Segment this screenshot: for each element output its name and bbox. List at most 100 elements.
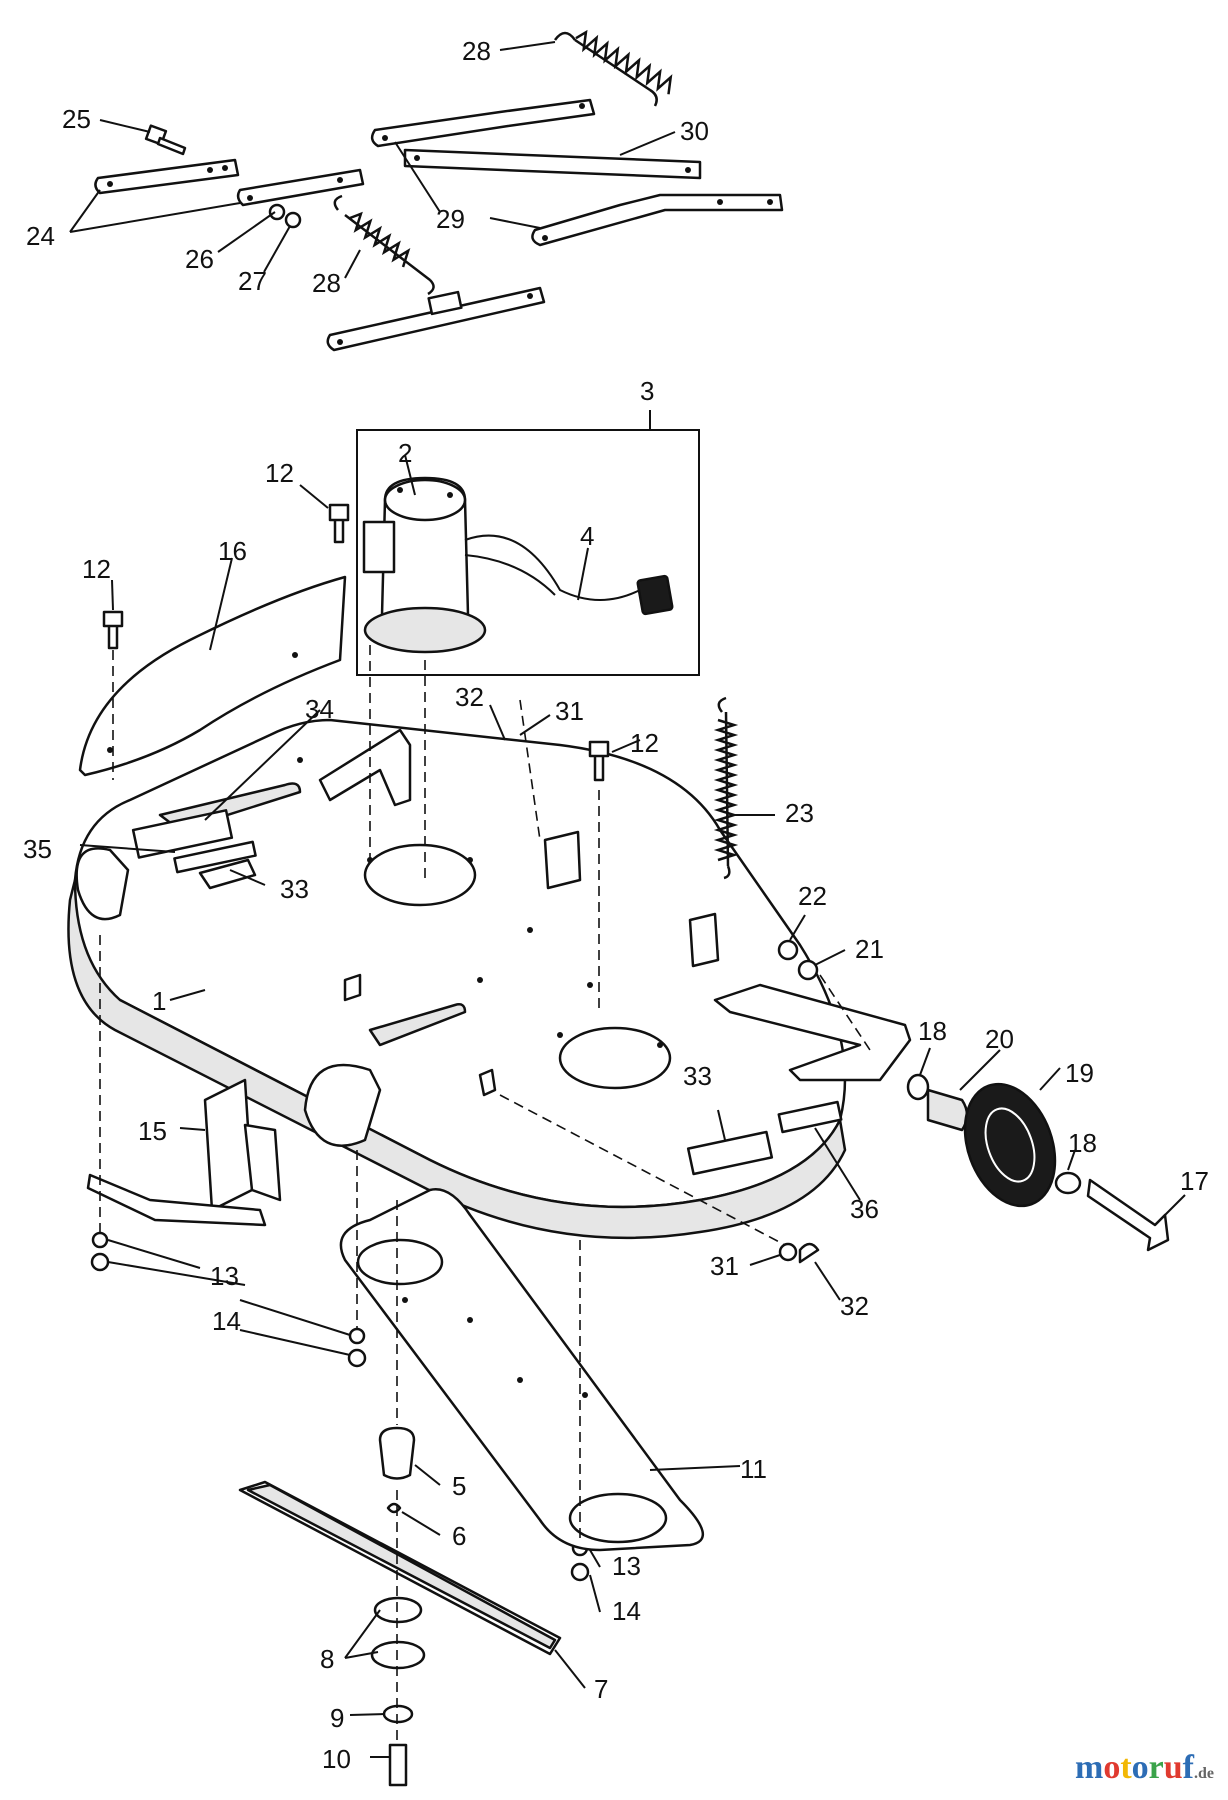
callout-label: 20 [985, 1024, 1014, 1054]
callout-label: 19 [1065, 1058, 1094, 1088]
bolt-10 [388, 1743, 408, 1787]
callout-label: 1 [152, 986, 166, 1016]
callout-label: 23 [785, 798, 814, 828]
callout-label: 4 [580, 521, 594, 551]
linkage-group [94, 29, 784, 352]
callout-label: 13 [612, 1551, 641, 1581]
spindle-adapter-5 [378, 1426, 416, 1480]
callout-label: 8 [320, 1644, 334, 1674]
washer-21 [797, 959, 819, 981]
nut-14-bottom [570, 1562, 590, 1582]
watermark-letter: o [1132, 1749, 1149, 1786]
blade-adapter-8-bottom [370, 1640, 426, 1670]
callout-label: 32 [455, 682, 484, 712]
pin-32-lower [798, 1242, 820, 1264]
washer-13-left [91, 1231, 109, 1249]
callout-label: 3 [640, 376, 654, 406]
washer-31-lower [778, 1242, 798, 1262]
nut-27 [284, 211, 302, 229]
callout-label: 6 [452, 1521, 466, 1551]
decal-33-left [198, 858, 257, 890]
callout-label: 29 [436, 204, 465, 234]
callout-label: 33 [683, 1061, 712, 1091]
wiring-harness-4 [464, 534, 641, 601]
callout-label: 31 [710, 1251, 739, 1281]
wheel-bracket [713, 983, 912, 1082]
watermark-letter: u [1164, 1749, 1183, 1786]
spring-28-top [553, 29, 673, 107]
washer-26 [268, 203, 286, 221]
deck-bracket [318, 728, 412, 807]
callout-label: 36 [850, 1194, 879, 1224]
watermark-letter: o [1103, 1749, 1120, 1786]
belt-shield-16 [78, 575, 347, 777]
callout-label: 12 [265, 458, 294, 488]
deck-handle-right [303, 1063, 382, 1147]
watermark-letter: t [1120, 1749, 1132, 1786]
washer-13-center [348, 1327, 366, 1345]
link-30 [403, 148, 702, 180]
nut-22 [777, 939, 799, 961]
washer-18-outer [1054, 1171, 1082, 1195]
baffle-plate-11 [339, 1188, 705, 1552]
callout-label: 18 [1068, 1128, 1097, 1158]
bolt-17 [1086, 1178, 1170, 1252]
callout-label: 22 [798, 881, 827, 911]
bolt-12-left [102, 610, 124, 650]
motor-assembly [328, 429, 700, 676]
callout-label: 33 [280, 874, 309, 904]
callout-label: 5 [452, 1471, 466, 1501]
callout-label: 16 [218, 536, 247, 566]
alignment-lines [99, 645, 871, 1745]
callout-label: 14 [612, 1596, 641, 1626]
spacer-20 [926, 1088, 969, 1132]
nut-14-center [347, 1348, 367, 1368]
watermark-suffix: .de [1194, 1765, 1214, 1782]
callout-label: 24 [26, 221, 55, 251]
spring-23 [713, 696, 739, 880]
callout-label: 28 [312, 268, 341, 298]
callout-label: 14 [212, 1306, 241, 1336]
decal-34 [131, 809, 234, 859]
callout-label: 30 [680, 116, 709, 146]
assembly-box [356, 429, 700, 676]
callout-label: 32 [840, 1291, 869, 1321]
callout-label: 11 [740, 1454, 767, 1484]
wheel-assembly [777, 939, 1170, 1252]
decal-33-right [686, 1130, 774, 1176]
washer-18-inner [906, 1073, 930, 1101]
mower-deck [67, 575, 912, 1240]
watermark-letter: r [1149, 1749, 1164, 1786]
wheel-19 [963, 1082, 1057, 1208]
link-24-left [94, 158, 240, 195]
callout-label: 10 [322, 1744, 351, 1774]
callout-label: 2 [398, 438, 412, 468]
callout-label: 9 [330, 1703, 344, 1733]
callout-label: 17 [1180, 1166, 1209, 1196]
callout-label: 31 [555, 696, 584, 726]
link-24-right [236, 168, 365, 207]
watermark-letter: f [1183, 1749, 1195, 1786]
connector-plug [636, 574, 674, 616]
callout-label: 13 [210, 1261, 239, 1291]
link-29-lower [531, 193, 784, 247]
deck-handle-left [75, 847, 130, 921]
bolt-12-motor [328, 503, 350, 544]
watermark-logo: motoruf.de [1075, 1749, 1214, 1786]
link-29-upper [370, 98, 596, 148]
callout-label: 25 [62, 104, 91, 134]
discharge-chute-15 [86, 1078, 282, 1227]
watermark-letter: m [1075, 1749, 1103, 1786]
bolt-25 [144, 124, 187, 156]
link-lower-bar [326, 286, 546, 352]
key-6 [386, 1502, 402, 1514]
leader-lines [69, 41, 1186, 1758]
spindle-opening-left [363, 843, 477, 907]
spindle-opening-right [558, 1026, 672, 1090]
callout-label: 12 [82, 554, 111, 584]
callout-label: 34 [305, 694, 334, 724]
decal-36 [777, 1100, 843, 1134]
